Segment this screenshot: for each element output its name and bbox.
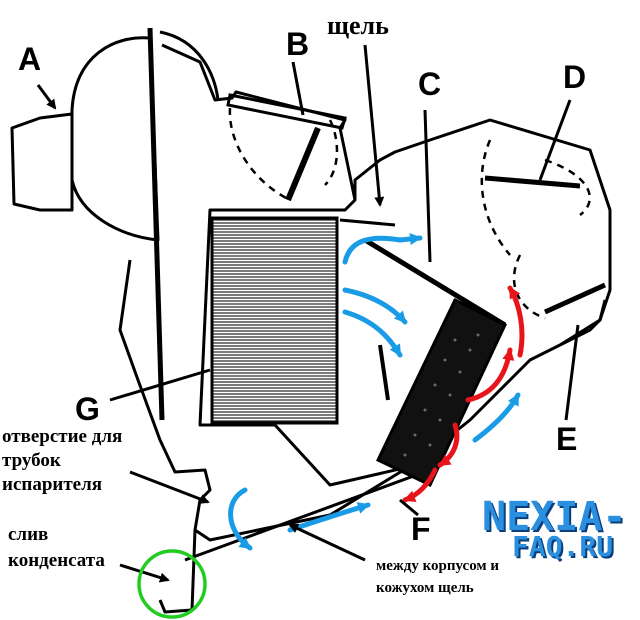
watermark-line2-shadow: FAQ.RU: [514, 532, 615, 565]
evap-hole-line2: трубок: [2, 450, 61, 471]
label-slot: щель: [327, 11, 389, 40]
blue-arrow-1: [342, 233, 423, 265]
label-a: A: [18, 41, 41, 77]
drain-highlight-circle: [137, 549, 207, 619]
leader-g: [109, 368, 211, 402]
drain-line1: слив: [8, 524, 48, 545]
leader-d: [538, 99, 572, 181]
flap-c-stop: [378, 344, 390, 401]
label-c: C: [418, 66, 441, 102]
blue-arrow-4: [228, 487, 253, 551]
blue-arrow-2: [342, 287, 408, 325]
flap-b-blade: [285, 126, 321, 202]
label-b: B: [286, 26, 309, 62]
watermark: NEXIA- NEXIA- FAQ.RU FAQ.RU: [482, 494, 629, 565]
leader-e: [564, 324, 580, 421]
drain-spout: [158, 529, 197, 614]
watermark-line1-shadow: NEXIA-: [484, 496, 629, 542]
heater-core-texture: [403, 333, 480, 457]
red-arrow-4: [402, 467, 438, 503]
leader-lines: [36, 44, 580, 583]
leak-flow-arrows: [402, 285, 525, 503]
motor-body: [10, 112, 74, 212]
red-arrow-1: [507, 285, 525, 358]
evaporator-g: [210, 216, 339, 425]
upper-body: [161, 43, 612, 457]
leader-c: [423, 109, 432, 263]
leader-a: [36, 84, 57, 110]
red-arrow-2: [465, 347, 515, 403]
heater-core: [375, 297, 507, 488]
evap-hole-line3: испарителя: [2, 474, 102, 495]
sweep-b: [228, 107, 291, 202]
sweep-d: [480, 139, 511, 256]
label-e: E: [556, 421, 577, 457]
sweep-b2: [324, 119, 339, 186]
label-d: D: [563, 59, 586, 95]
blower-drum: [70, 36, 160, 242]
damper-flaps: [226, 93, 607, 401]
sweep-d2: [544, 158, 592, 216]
leader-evap-hole: [129, 470, 210, 504]
flap-b-plate: [226, 93, 347, 130]
leader-b: [291, 61, 305, 116]
inner-top: [339, 218, 396, 227]
label-f: F: [411, 511, 431, 547]
flange: [147, 27, 165, 421]
blue-arrow-6: [472, 392, 521, 443]
flap-c: [363, 237, 507, 328]
watermark-line2: FAQ.RU: [512, 530, 613, 563]
housing-outline: [10, 27, 612, 614]
leader-drain: [119, 563, 170, 583]
blue-arrow-3: [342, 309, 403, 358]
blower-top: [159, 30, 220, 101]
flap-e: [543, 282, 607, 315]
gap-line2: кожухом щель: [376, 580, 474, 596]
evap-hole-line1: отверстие для: [2, 426, 122, 447]
lower-body: [118, 259, 421, 542]
heater-core-body: [375, 297, 507, 488]
leader-slot: [363, 44, 385, 207]
leader-gap: [288, 523, 366, 562]
watermark-line1: NEXIA-: [482, 494, 627, 540]
label-g: G: [75, 391, 100, 427]
inner-partition: [198, 198, 431, 487]
red-arrow-3: [437, 422, 460, 468]
bottom-plate: [184, 468, 431, 562]
drain-line2: конденсата: [8, 550, 105, 571]
leader-f: [399, 498, 419, 517]
duct-lower: [559, 299, 607, 347]
flap-d: [484, 175, 581, 189]
gap-line1: между корпусом и: [376, 558, 499, 574]
